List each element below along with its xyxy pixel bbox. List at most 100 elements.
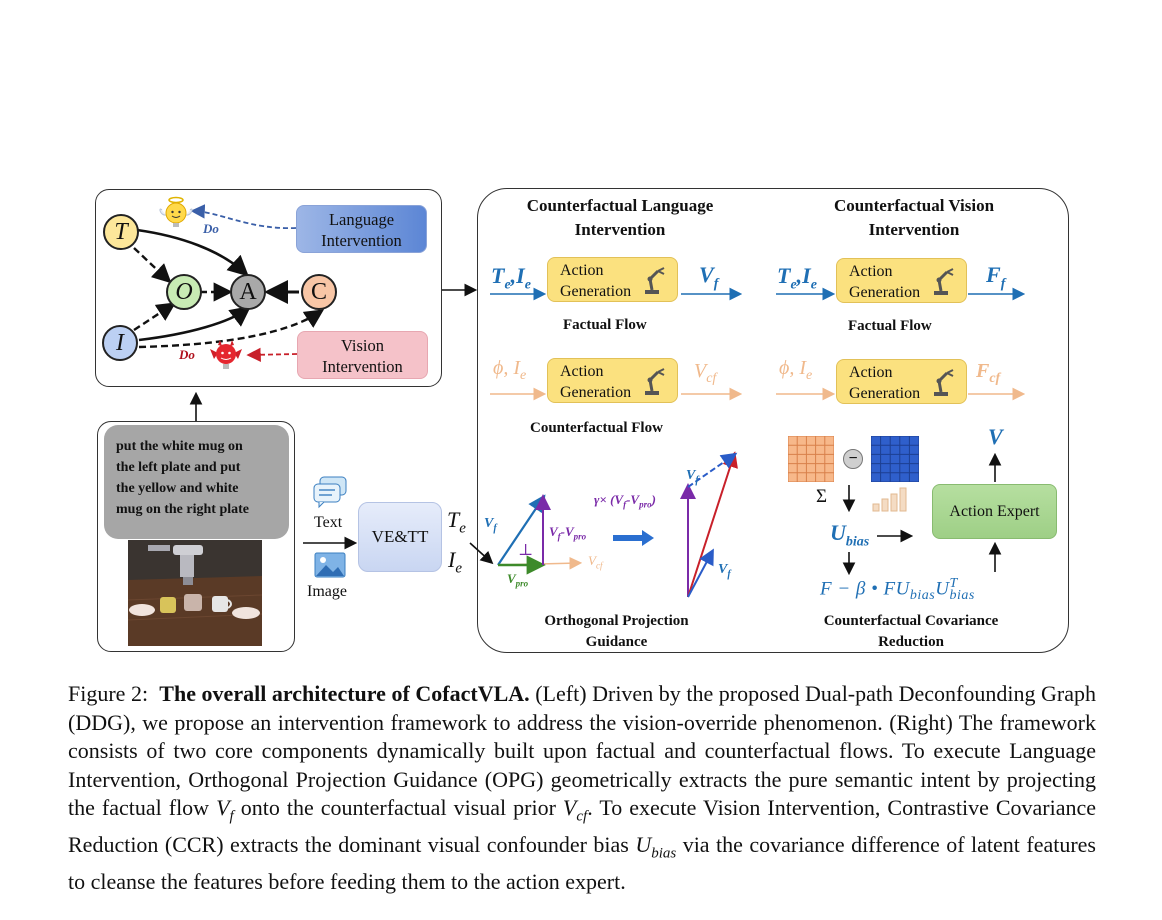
opg-vf: V [484,516,494,531]
opg-gamma-end: ) [651,492,656,507]
ccr-title-line2: Reduction [878,634,944,650]
robot-arm-icon [645,267,665,294]
opg-gamma-label: γ× (Vf-Vpro) [594,492,656,510]
opg-title-line2: Guidance [585,634,648,650]
vf-out-f: F [986,262,1001,287]
do-label-vision: Do [179,347,195,362]
caption-part1: (Left) Driven by the proposed Dual-path … [68,681,1096,820]
caption-part3: . To execute Vision Intervention, Contra… [68,795,1097,857]
vision-action-generation-cf: Action Generation [836,359,967,404]
vcf-out-f: F [976,360,990,382]
language-intervention-line2: Intervention [321,231,402,250]
opg-rvf: V [686,468,696,483]
opg-vpro: V [507,571,516,586]
caption-vf: Vf [216,795,234,824]
robot-arm-icon [934,268,954,295]
opg-rvf2-sub: f [727,568,731,580]
caption-vf-symbol: V [216,795,230,820]
caption-vf-sub: f [229,808,234,825]
vision-intervention-box: Vision Intervention [297,331,428,379]
caption-vcf-sub: cf [576,808,588,825]
language-title-line1: Counterfactual Language [526,196,714,215]
formula-u: U [935,578,950,600]
action-expert-box: Action Expert [932,484,1057,539]
opg-vf-sub: f [493,522,497,534]
te-subscript: e [459,520,466,537]
vision-title-line1: Counterfactual Vision [833,196,995,215]
instruction-line: mug on the right plate [116,502,249,517]
vision-factual-input: Te,Ie [777,263,817,293]
opg-vf-minus-vpro-label: Vf-Vpro [549,524,586,542]
vf-in-t: T [777,263,791,288]
vision-column-title: Counterfactual Vision Intervention [784,194,1044,242]
robot-arm-icon [645,368,665,395]
opg-gamma-mid: -V [626,492,640,507]
ag-line1: Action [849,263,893,280]
formula-sub2: bias [949,588,975,603]
lcf-out-sub: cf [706,371,717,386]
u-bias-label: Ubias [830,520,869,550]
lf-in-sub1: e [504,277,511,293]
vision-text-encoder-box: VE&TT [358,502,442,572]
caption-ubias-symbol: U [635,831,652,857]
ccr-title-line1: Counterfactual Covariance [823,613,999,629]
lf-in-sub2: e [524,277,531,293]
opg-result-vf-top: Vf [686,468,699,486]
opg-vfm-sub2: pro [573,531,587,542]
architecture-figure: T O A C I Do Do Language Intervention Vi… [95,188,1069,653]
node-image: I [102,325,138,361]
opg-perp-symbol: ⊥ [518,542,534,559]
ag-line2: Generation [849,385,921,402]
opg-vfm: V [549,524,558,539]
counterfactual-feature-grid [788,436,834,482]
ag-line1: Action [560,262,604,279]
ag-line1: Action [560,363,604,380]
ie-symbol: I [448,547,456,572]
text-embedding-output: Te [447,507,466,537]
language-factual-output: Vf [699,262,718,292]
caption-vcf: Vcf [562,795,587,824]
caption-vcf-symbol: V [562,795,577,820]
language-intervention-line1: Language [328,210,395,229]
language-cf-output: Vcf [694,360,716,387]
u-bias-sub: bias [845,534,870,550]
sigma-symbol: Σ [816,486,828,507]
lf-in-t: T [491,263,505,288]
opg-vpro-label: Vpro [507,571,528,589]
vcf-in-sub: e [806,368,813,383]
vision-intervention-line1: Vision [340,336,384,355]
vision-action-generation-factual: Action Generation [836,258,967,303]
opg-title-line1: Orthogonal Projection [544,613,689,629]
formula-sup: T [949,576,958,591]
language-cf-input: ϕ, Ie [493,357,526,384]
node-object: O [166,274,202,310]
vf-in-i: ,I [796,263,811,288]
opg-vcf: V [588,553,596,568]
ag-line2: Generation [849,284,921,301]
caption-part4: via the covariance difference of latent … [68,831,1096,894]
language-cf-flow-label: Counterfactual Flow [530,420,663,436]
instruction-bubble: put the white mug on the left plate and … [104,425,289,539]
lf-out-v: V [699,262,714,287]
caption-title: The overall architecture of CofactVLA. [159,681,530,706]
ag-line2: Generation [560,384,632,401]
opg-gamma-sub2: pro [639,499,652,510]
lf-out-sub: f [713,276,719,292]
text-label: Text [314,514,343,531]
vision-cf-output: Fcf [976,360,1000,387]
opg-gamma-sub1: f [623,499,627,510]
opg-rvf2: V [718,562,728,577]
u-bias-u: U [830,520,846,545]
angel-icon [159,196,193,227]
instruction-line: put the white mug on [116,439,243,454]
robot-scene-photo [128,540,262,646]
image-embedding-output: Ie [448,547,462,577]
caption-ubias: Ubias [635,831,676,861]
language-column-title: Counterfactual Language Intervention [490,194,750,242]
opg-result-vf-bottom: Vf [718,562,731,580]
language-action-generation-factual: Action Generation [547,257,678,302]
caption-part2: onto the counterfactual visual prior [240,795,556,820]
language-intervention-box: Language Intervention [296,205,427,253]
vf-in-sub1: e [790,277,797,293]
vf-out-sub: f [1000,276,1006,292]
